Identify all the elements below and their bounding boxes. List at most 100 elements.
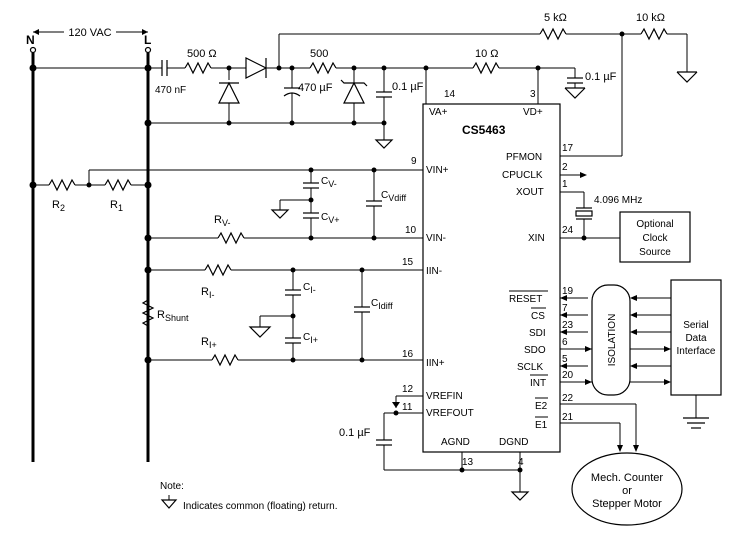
pin-xout-label: XOUT	[516, 187, 544, 198]
pin-reset-label: RESET	[509, 294, 542, 305]
pin-pfmon-num: 17	[562, 143, 574, 154]
pin-vrefout-num: 11	[402, 402, 413, 413]
r-500-ohm-label: 500 Ω	[187, 48, 217, 60]
clock-line2: Clock	[642, 233, 668, 244]
pin-cpuclk-num: 2	[562, 162, 568, 173]
pin-reset-num: 19	[562, 286, 574, 297]
clock-line1: Optional	[636, 219, 673, 230]
pin-pfmon-label: PFMON	[506, 152, 542, 163]
pin-dgnd-label: DGND	[499, 437, 528, 448]
cv-plus-cap	[303, 212, 319, 219]
cv-minus-cap	[303, 182, 319, 189]
cvdiff-label: CVdiff	[381, 190, 407, 203]
pin-dgnd-num: 4	[518, 457, 524, 468]
pin-vinm-label: VIN-	[426, 233, 446, 244]
r2-label: R2	[52, 199, 65, 213]
cidiff-cap	[354, 306, 370, 313]
pin-cs-num: 7	[562, 303, 568, 314]
serial-line2: Data	[685, 333, 707, 344]
pin-vrefin-num: 12	[402, 384, 414, 395]
neutral-label: N	[26, 33, 35, 47]
crystal-4096mhz	[575, 207, 593, 220]
pin-cs-label: CS	[531, 311, 545, 322]
r-5k-label: 5 kΩ	[544, 12, 567, 24]
mains-voltage-annotation: 120 VAC	[33, 27, 148, 39]
r-10k	[640, 27, 668, 41]
crystal-label: 4.096 MHz	[594, 195, 642, 206]
pin-vd-num: 3	[530, 89, 536, 100]
serial-line3: Interface	[677, 346, 716, 357]
c-01uf-vref-label: 0.1 µF	[339, 427, 371, 439]
note-return-symbol	[160, 499, 178, 509]
vd-ground-symbol	[564, 87, 586, 99]
chip-name: CS5463	[462, 123, 506, 137]
pin-va-label: VA+	[429, 107, 448, 118]
serial-line1: Serial	[683, 320, 709, 331]
motor-line2: or	[622, 485, 632, 497]
ci-plus-cap	[285, 337, 301, 344]
pin-va-num: 14	[444, 89, 456, 100]
pin-iinm-label: IIN-	[426, 266, 442, 277]
line-label: L	[144, 33, 151, 47]
pin-sdo-label: SDO	[524, 345, 546, 356]
c-01uf-vd	[567, 77, 583, 84]
r-10-ohm	[472, 61, 500, 75]
pin-int-label: INT	[530, 378, 546, 389]
pin-sdi-label: SDI	[529, 328, 546, 339]
c-01uf-vd-label: 0.1 µF	[585, 71, 617, 83]
cvdiff-cap	[366, 200, 382, 207]
mains-voltage-label: 120 VAC	[68, 27, 111, 39]
pin-vinp-label: VIN+	[426, 165, 449, 176]
c-470nf	[161, 60, 168, 76]
line-terminal	[144, 46, 152, 54]
pin-vinp-num: 9	[411, 156, 417, 167]
va-return-symbol	[374, 139, 394, 149]
pin-cpuclk-label: CPUCLK	[502, 170, 543, 181]
cs5463-chip	[422, 103, 561, 453]
serial-lines-interface-side	[630, 295, 671, 385]
pin-iinp-num: 16	[402, 349, 414, 360]
pin-vrefout-label: VREFOUT	[426, 408, 474, 419]
note-title: Note:	[160, 481, 184, 492]
note-text: Indicates common (floating) return.	[183, 501, 338, 512]
pin-iinm-num: 15	[402, 257, 414, 268]
r-10-ohm-label: 10 Ω	[475, 48, 499, 60]
r-shunt	[141, 299, 155, 327]
zener-diode	[340, 79, 368, 104]
r-10k-label: 10 kΩ	[636, 12, 665, 24]
ci-plus-label: CI+	[303, 332, 318, 345]
serial-lines-chip-side	[560, 295, 592, 385]
ri-plus-resistor	[211, 353, 239, 367]
optional-clock-source	[619, 211, 691, 263]
serial-ground-symbol	[683, 417, 709, 429]
motor-line3: Stepper Motor	[592, 498, 662, 510]
series-diode	[245, 57, 268, 79]
isolation-label: ISOLATION	[607, 314, 618, 367]
pin-vrefin-label: VREFIN	[426, 391, 463, 402]
isolation-block	[591, 284, 631, 396]
cv-minus-label: CV-	[321, 176, 337, 189]
ci-minus-label: CI-	[303, 282, 316, 295]
pin-iinp-label: IIN+	[426, 358, 445, 369]
pin-xin-label: XIN	[528, 233, 545, 244]
r-500	[309, 61, 337, 75]
c-01uf-va-label: 0.1 µF	[392, 81, 424, 93]
cidiff-label: CIdiff	[371, 298, 393, 311]
pin-xout-num: 1	[562, 179, 568, 190]
pin-vinm-num: 10	[405, 225, 417, 236]
pin-agnd-num: 13	[462, 457, 474, 468]
rectifier-diode	[218, 81, 240, 104]
pin-vd-label: VD+	[523, 107, 543, 118]
cv-return-symbol	[270, 209, 290, 219]
pin-sclk-label: SCLK	[517, 362, 543, 373]
ri-minus-resistor	[204, 263, 232, 277]
pin-agnd-label: AGND	[441, 437, 470, 448]
ci-minus-cap	[285, 289, 301, 296]
r1-resistor	[104, 178, 132, 192]
r-500-ohm	[184, 61, 212, 75]
pin-sclk-num: 5	[562, 354, 568, 365]
cv-plus-label: CV+	[321, 212, 340, 225]
pin-sdi-num: 23	[562, 320, 574, 331]
motor-line1: Mech. Counter	[591, 472, 663, 484]
